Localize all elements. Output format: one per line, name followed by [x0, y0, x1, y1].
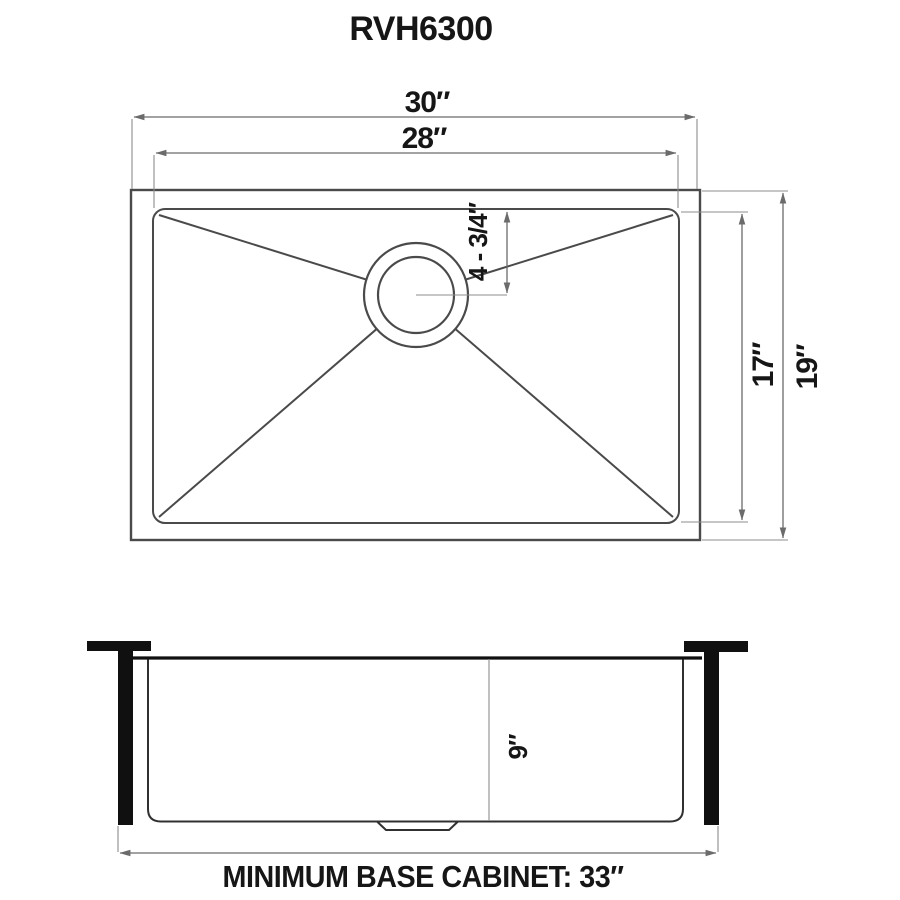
dim-label-inner-width: 28″	[402, 122, 447, 155]
dim-label-outer-depth: 19″	[791, 344, 824, 389]
mounting-clip-bar-right	[684, 641, 748, 652]
cabinet-note: MINIMUM BASE CABINET: 33″	[223, 859, 625, 894]
top-view: 30″ 28″ 4 - 3/4″ 17″ 19″	[129, 86, 824, 542]
top-view-bowl-edge	[152, 208, 680, 524]
bowl-diagonal-bottom-right	[415, 294, 674, 518]
mounting-clip-stem-left	[118, 649, 133, 825]
bowl-diagonal-bottom-left	[158, 294, 417, 518]
dim-label-inner-depth: 17″	[747, 342, 780, 387]
dim-label-bowl-depth: 9″	[503, 734, 533, 759]
mounting-clip-bar-left	[87, 641, 151, 651]
top-view-outer-rim	[129, 188, 702, 542]
dim-label-outer-width: 30″	[405, 86, 450, 119]
model-title: RVH6300	[349, 10, 492, 48]
dim-label-drain-offset: 4 - 3/4″	[463, 202, 493, 281]
bowl-section-outline	[147, 659, 684, 823]
side-view: 9″ MINIMUM BASE CABINET: 33″	[87, 641, 748, 894]
mounting-clip-stem-right	[704, 650, 719, 825]
drain-section-bump	[376, 820, 459, 831]
